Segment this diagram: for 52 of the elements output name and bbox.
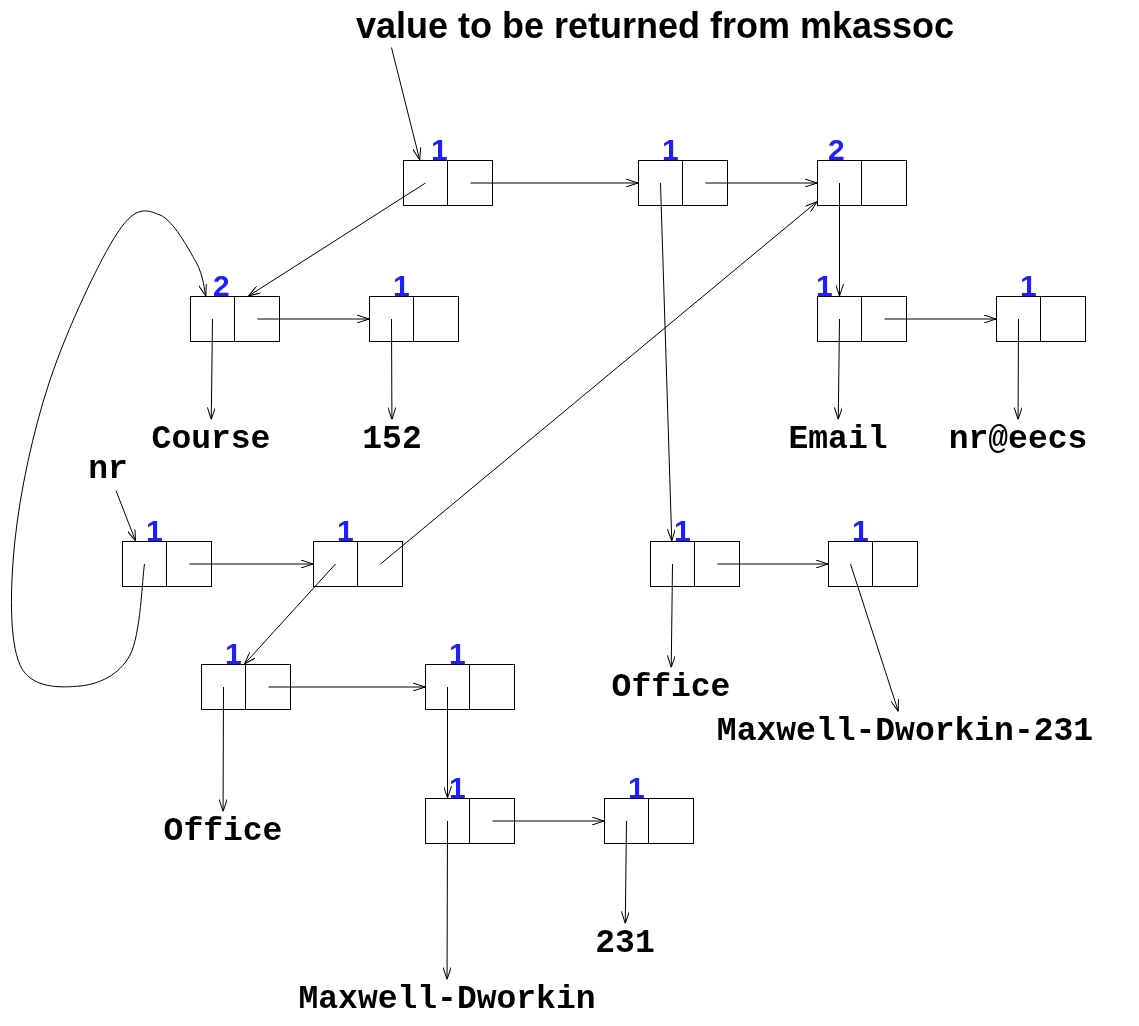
arrow — [257, 314, 370, 324]
arrow — [10, 210, 208, 688]
reference-count: 2 — [213, 271, 230, 301]
reference-count: 1 — [852, 516, 869, 546]
reference-count: 2 — [828, 135, 845, 165]
arrow — [115, 490, 137, 542]
arrow — [248, 182, 426, 297]
arrow — [268, 682, 426, 692]
arrow — [206, 318, 216, 420]
arrow — [380, 201, 818, 565]
value-label: 152 — [362, 420, 422, 461]
arrow — [884, 314, 997, 324]
value-label: Office — [611, 668, 731, 709]
value-label: Course — [151, 420, 271, 461]
value-label: Maxwell-Dworkin — [298, 980, 596, 1021]
arrow — [470, 178, 639, 188]
reference-count: 1 — [393, 271, 410, 301]
value-label: Office — [163, 812, 283, 853]
arrow — [387, 318, 397, 420]
arrow — [1013, 318, 1023, 420]
arrow — [620, 820, 630, 924]
arrow — [390, 47, 422, 161]
reference-count: 1 — [146, 516, 163, 546]
value-label: Maxwell-Dworkin-231 — [716, 712, 1094, 753]
arrow — [833, 318, 843, 420]
arrow — [218, 686, 228, 812]
arrow — [243, 563, 336, 665]
arrow — [443, 686, 452, 799]
arrow — [660, 182, 676, 542]
reference-count: 1 — [449, 639, 466, 669]
arrow — [705, 178, 818, 188]
reference-count: 1 — [1020, 271, 1037, 301]
value-label: Email — [788, 420, 888, 461]
arrow — [442, 820, 452, 980]
value-label: 231 — [595, 924, 655, 965]
arrow — [666, 563, 676, 668]
arrow — [850, 563, 899, 712]
reference-count: 1 — [337, 516, 354, 546]
arrow — [492, 816, 605, 826]
arrow — [717, 559, 829, 569]
reference-count: 1 — [662, 135, 679, 165]
annotation-label: value to be returned from mkassoc — [355, 3, 955, 48]
reference-count: 1 — [431, 135, 448, 165]
value-label: nr — [88, 450, 128, 491]
reference-count: 1 — [628, 773, 645, 803]
reference-count: 1 — [816, 271, 833, 301]
arrow — [835, 182, 844, 297]
value-label: nr@eecs — [948, 420, 1088, 461]
reference-count: 1 — [225, 639, 242, 669]
reference-count: 1 — [674, 516, 691, 546]
reference-count: 1 — [449, 773, 466, 803]
arrow — [189, 559, 314, 569]
